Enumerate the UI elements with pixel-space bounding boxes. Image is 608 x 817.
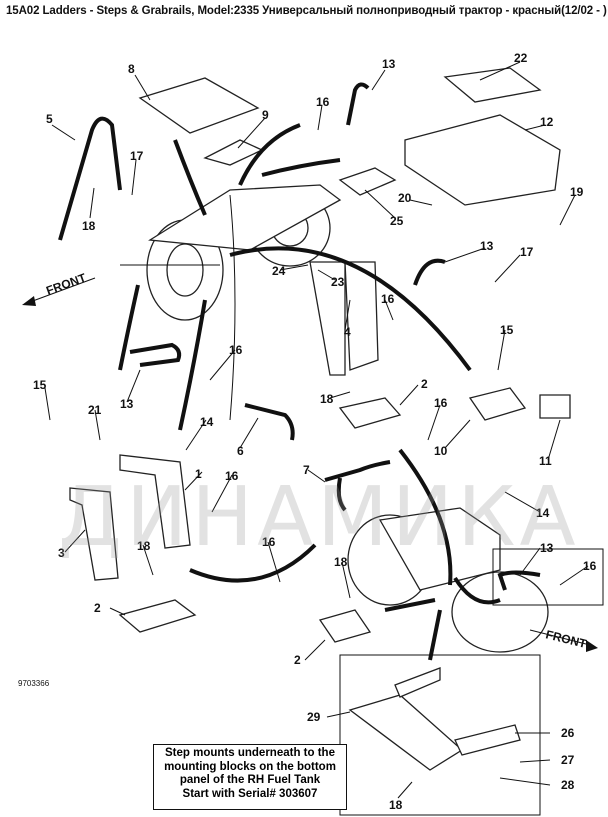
part-8-floor-mat: [140, 78, 258, 133]
callout-2-upper: 2: [421, 377, 428, 391]
tractor-upper: [120, 185, 340, 420]
callout-25: 25: [390, 214, 404, 228]
drawing-number: 9703366: [18, 679, 50, 688]
arrow-detail: [430, 610, 440, 660]
callout-13-mid: 13: [480, 239, 494, 253]
callout-24: 24: [272, 264, 286, 278]
callout-16-top: 16: [316, 95, 330, 109]
watermark-text: ДИНАМИКА 76: [58, 470, 608, 565]
callout-16-right: 16: [434, 396, 448, 410]
note-line-4: Start with Serial# 303607: [154, 788, 346, 802]
part-10-step: [470, 388, 525, 420]
arrow-left-1: [120, 285, 138, 370]
callout-18-mid: 18: [320, 392, 334, 406]
callout-16-mid: 16: [381, 292, 395, 306]
callout-5: 5: [46, 112, 53, 126]
callout-10: 10: [434, 444, 448, 458]
callout-2-left: 2: [94, 601, 101, 615]
callout-2-mid: 2: [294, 653, 301, 667]
callout-6: 6: [237, 444, 244, 458]
part-13-rail-top: [348, 84, 368, 125]
callout-8: 8: [128, 62, 135, 76]
front-arrow-left: FRONT: [22, 270, 95, 306]
part-25-plate: [340, 168, 395, 195]
part-11-bracket: [540, 395, 570, 418]
front-label-right: FRONT: [544, 627, 588, 651]
callout-22: 22: [514, 51, 528, 65]
callout-15-right: 15: [500, 323, 514, 337]
callout-12: 12: [540, 115, 554, 129]
part-22-pad: [445, 68, 540, 102]
part-29-step: [350, 695, 462, 770]
part-2-step-mid: [320, 610, 370, 642]
callout-28: 28: [561, 778, 575, 792]
part-13-rail-left: [130, 345, 179, 365]
callout-11: 11: [539, 454, 552, 468]
callout-18-detail: 18: [389, 798, 403, 812]
note-line-3: panel of the RH Fuel Tank: [154, 774, 346, 788]
arrow-right: [262, 160, 340, 175]
callout-21: 21: [88, 403, 102, 417]
part-6-rail: [245, 405, 293, 440]
callout-15-left: 15: [33, 378, 47, 392]
arrow-upper-left: [175, 140, 205, 215]
callout-16-left-mid: 16: [229, 343, 243, 357]
callout-20: 20: [398, 191, 412, 205]
callout-13-left: 13: [120, 397, 134, 411]
callout-17-top: 17: [130, 149, 144, 163]
callout-4: 4: [344, 325, 351, 339]
note-line-1: Step mounts underneath to the: [154, 747, 346, 761]
part-12-tank: [405, 115, 560, 205]
callout-9: 9: [262, 108, 269, 122]
callout-18-top: 18: [82, 219, 96, 233]
callout-14-left: 14: [200, 415, 214, 429]
callout-27: 27: [561, 753, 575, 767]
part-26-arm: [455, 725, 520, 755]
callout-19: 19: [570, 185, 584, 199]
step-mount-note: Step mounts underneath to the mounting b…: [153, 744, 347, 810]
note-line-2: mounting blocks on the bottom: [154, 761, 346, 775]
callout-29: 29: [307, 710, 321, 724]
callout-13-top: 13: [382, 57, 396, 71]
part-2-step-left: [120, 600, 195, 632]
front-label-left: FRONT: [44, 270, 88, 298]
part-13-rail-mid: [415, 261, 445, 285]
part-2-step-upper: [340, 398, 400, 428]
callout-17-mid: 17: [520, 245, 534, 259]
callout-26: 26: [561, 726, 575, 740]
callout-23: 23: [331, 275, 345, 289]
part-26-bracket: [395, 668, 440, 697]
